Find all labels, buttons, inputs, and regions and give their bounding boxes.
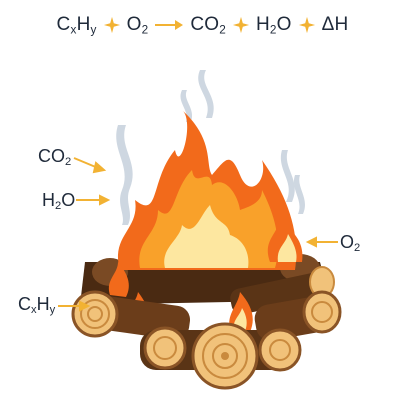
equation-water: H2O (255, 13, 292, 37)
sparkle-plus-icon (232, 16, 250, 34)
equation-heat: ΔH (321, 14, 349, 35)
firewood-logs-icon (80, 254, 335, 315)
smoke-icon (116, 70, 305, 225)
sparkle-plus-icon (103, 16, 120, 34)
firewood-front-logs-icon (71, 290, 342, 390)
label-h2o: H2O (42, 190, 76, 213)
equation-oxygen: O2 (126, 13, 149, 37)
label-co2: CO2 (38, 146, 72, 169)
combustion-equation: CxHy O2 CO2 H2O ΔH (0, 10, 405, 40)
label-fuel: CxHy (18, 294, 56, 317)
sparkle-plus-icon (298, 16, 315, 34)
label-arrows (58, 157, 338, 312)
label-o2: O2 (340, 232, 361, 255)
equation-fuel: CxHy (56, 13, 97, 37)
right-arrow-icon (155, 20, 184, 30)
equation-co2: CO2 (190, 13, 226, 37)
